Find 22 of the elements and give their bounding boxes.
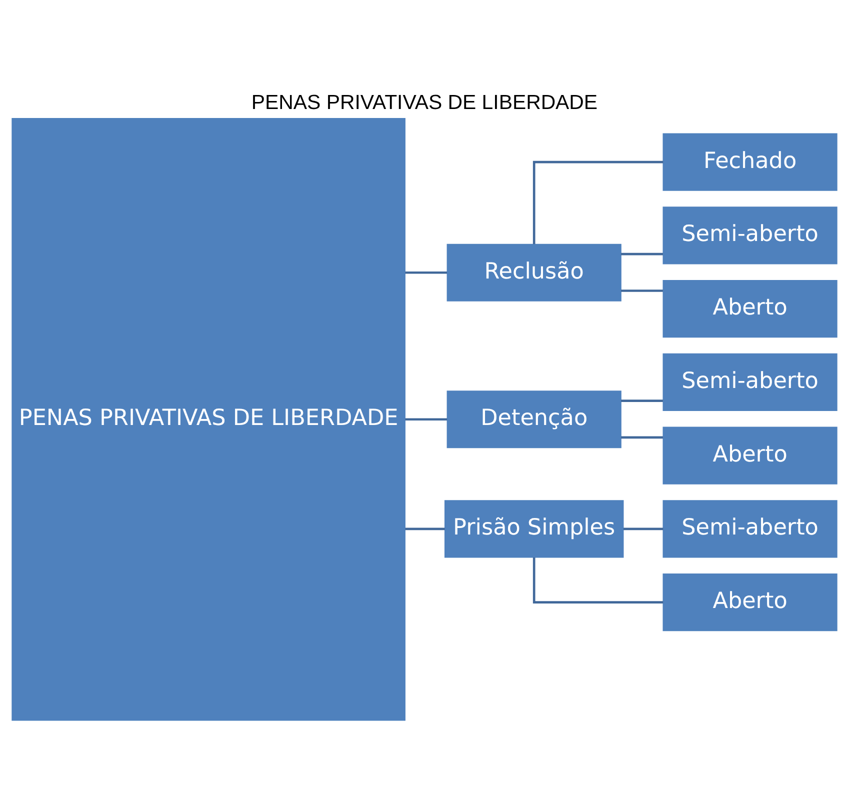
connector: [621, 252, 663, 255]
connector: [405, 418, 448, 420]
node-box: Semi-aberto: [662, 500, 838, 558]
node-box: Semi-aberto: [662, 206, 838, 264]
node-box: Reclusão: [446, 243, 622, 301]
connector: [621, 289, 663, 292]
node-box: Aberto: [662, 280, 838, 338]
node-box: PENAS PRIVATIVAS DE LIBERDADE: [12, 117, 406, 720]
connector: [532, 557, 664, 603]
node-box: Prisão Simples: [444, 500, 624, 558]
node-box: Aberto: [662, 573, 838, 631]
connector: [405, 527, 445, 530]
connector: [405, 270, 448, 274]
node-box: Detenção: [446, 390, 622, 448]
node-box: Aberto: [662, 426, 838, 484]
connector: [532, 160, 664, 244]
diagram-title: PENAS PRIVATIVAS DE LIBERDADE: [251, 91, 598, 114]
connector: [621, 399, 663, 402]
node-box: Semi-aberto: [662, 352, 838, 410]
connector: [621, 436, 663, 438]
node-box: Fechado: [662, 132, 838, 190]
connector: [623, 527, 664, 530]
